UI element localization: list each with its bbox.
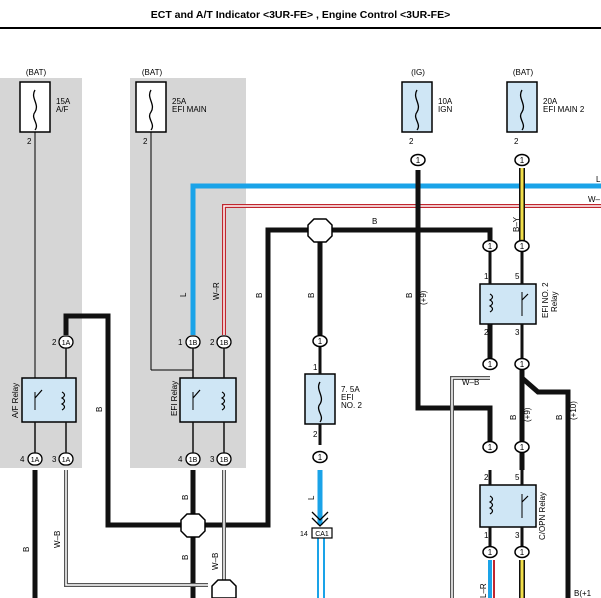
svg-text:B: B — [405, 293, 414, 298]
svg-text:25A: 25A — [172, 97, 187, 106]
svg-text:2: 2 — [27, 137, 32, 146]
wire-l-blue — [190, 183, 601, 335]
copn-relay: C/OPN Relay 2 5 1 3 — [479, 473, 547, 540]
svg-text:(+10): (+10) — [569, 401, 578, 420]
svg-text:EFI: EFI — [341, 393, 353, 402]
svg-text:2: 2 — [210, 338, 215, 347]
svg-text:EFI NO. 2: EFI NO. 2 — [541, 282, 550, 318]
svg-text:2: 2 — [484, 328, 489, 337]
fuse-efi-no2: 1 7. 5A EFI NO. 2 2 — [304, 363, 362, 439]
svg-text:(BAT): (BAT) — [513, 68, 534, 77]
svg-text:W–B: W–B — [462, 378, 479, 387]
svg-text:2: 2 — [143, 137, 148, 146]
svg-text:B: B — [255, 293, 264, 298]
svg-text:1: 1 — [178, 338, 183, 347]
connector-ca1: CA1 14 — [300, 511, 333, 539]
svg-text:B: B — [509, 415, 518, 420]
af-relay: A/F Relay — [11, 377, 77, 423]
svg-text:CA1: CA1 — [315, 531, 329, 538]
svg-text:B–Y: B–Y — [512, 216, 521, 232]
svg-text:1: 1 — [484, 531, 489, 540]
svg-text:1: 1 — [484, 272, 489, 281]
svg-text:5: 5 — [515, 272, 520, 281]
svg-text:C/OPN Relay: C/OPN Relay — [538, 492, 547, 540]
svg-text:L: L — [596, 175, 601, 184]
svg-text:3: 3 — [515, 328, 520, 337]
svg-text:EFI MAIN: EFI MAIN — [172, 105, 207, 114]
svg-text:EFI MAIN 2: EFI MAIN 2 — [543, 105, 585, 114]
svg-text:1A: 1A — [31, 457, 40, 464]
svg-text:B: B — [555, 415, 564, 420]
svg-text:10A: 10A — [438, 97, 453, 106]
svg-text:W–R: W–R — [212, 282, 221, 300]
svg-text:(BAT): (BAT) — [26, 68, 47, 77]
svg-text:Relay: Relay — [550, 292, 559, 312]
fuse-ign: (IG) 10A IGN 2 — [401, 68, 453, 146]
svg-text:15A: 15A — [56, 97, 71, 106]
fuse-efi-main-2: (BAT) 20A EFI MAIN 2 2 — [506, 68, 585, 146]
svg-text:B: B — [22, 547, 31, 552]
svg-text:L–R: L–R — [479, 583, 488, 598]
svg-text:L: L — [179, 292, 188, 297]
svg-text:B: B — [181, 495, 190, 500]
svg-text:2: 2 — [409, 137, 414, 146]
svg-text:(+9): (+9) — [419, 290, 428, 305]
svg-text:3: 3 — [52, 455, 57, 464]
svg-text:W–B: W–B — [211, 553, 220, 570]
svg-text:1: 1 — [313, 363, 318, 372]
svg-text:B: B — [372, 217, 377, 226]
efi-no2-relay: EFI NO. 2 Relay 1 5 2 3 — [479, 272, 559, 337]
svg-text:W–: W– — [588, 195, 601, 204]
svg-text:2: 2 — [313, 430, 318, 439]
svg-text:1B: 1B — [220, 457, 229, 464]
svg-text:IGN: IGN — [438, 105, 452, 114]
svg-text:20A: 20A — [543, 97, 558, 106]
svg-text:2: 2 — [514, 137, 519, 146]
svg-text:4: 4 — [20, 455, 25, 464]
page-title: ECT and A/T Indicator <3UR-FE> , Engine … — [150, 9, 451, 21]
svg-text:W–B: W–B — [53, 531, 62, 548]
svg-text:1B: 1B — [189, 340, 198, 347]
svg-text:5: 5 — [515, 473, 520, 482]
svg-text:B(+1: B(+1 — [574, 589, 592, 598]
svg-text:(BAT): (BAT) — [142, 68, 163, 77]
svg-text:EFI Relay: EFI Relay — [170, 381, 179, 416]
svg-text:L: L — [307, 495, 316, 500]
svg-text:1B: 1B — [220, 340, 229, 347]
svg-text:B: B — [307, 293, 316, 298]
svg-text:4: 4 — [178, 455, 183, 464]
svg-text:B: B — [95, 407, 104, 412]
header: ECT and A/T Indicator <3UR-FE> , Engine … — [0, 0, 601, 30]
svg-text:1A: 1A — [62, 457, 71, 464]
junction-top — [307, 218, 333, 243]
svg-text:2: 2 — [484, 473, 489, 482]
junction-bottom — [180, 513, 206, 538]
svg-text:B: B — [181, 555, 190, 560]
svg-text:14: 14 — [300, 531, 308, 538]
title-rule — [0, 27, 601, 29]
svg-text:3: 3 — [210, 455, 215, 464]
fuse-efi-main: (BAT) 25A EFI MAIN 2 — [135, 68, 207, 146]
svg-text:7. 5A: 7. 5A — [341, 385, 360, 394]
svg-text:NO. 2: NO. 2 — [341, 401, 362, 410]
svg-text:A/F Relay: A/F Relay — [11, 383, 20, 418]
svg-text:1B: 1B — [189, 457, 198, 464]
svg-text:3: 3 — [515, 531, 520, 540]
svg-text:(IG): (IG) — [411, 68, 425, 77]
efi-relay: EFI Relay — [170, 377, 237, 423]
svg-text:(+9): (+9) — [523, 407, 532, 422]
svg-text:2: 2 — [52, 338, 57, 347]
svg-text:1A: 1A — [62, 340, 71, 347]
svg-text:A/F: A/F — [56, 105, 69, 114]
